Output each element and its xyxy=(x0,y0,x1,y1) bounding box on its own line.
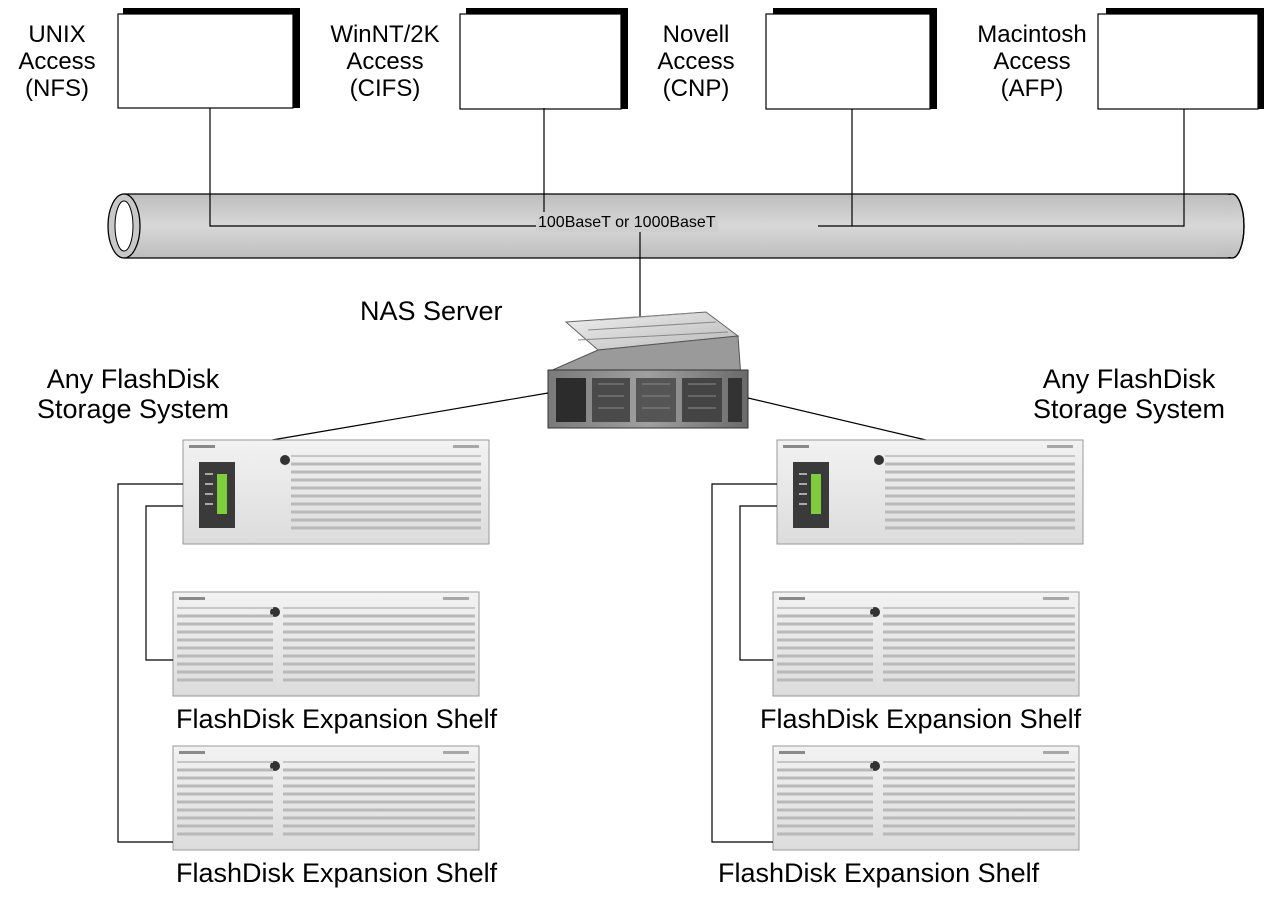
shelf-label-left-2: FlashDisk Expansion Shelf xyxy=(176,858,498,888)
client-label-line: (AFP) xyxy=(1000,74,1064,102)
client-label-line: (CIFS) xyxy=(349,74,421,102)
client-box-macintosh xyxy=(1097,8,1264,110)
client-label-line: UNIX xyxy=(28,21,86,48)
expansion-shelf-right-2 xyxy=(772,745,1080,851)
client-label-unix: UNIX Access (NFS) xyxy=(0,21,132,103)
client-label-novell: Novell Access (CNP) xyxy=(621,21,771,103)
client-label-line: Macintosh xyxy=(977,21,1087,48)
client-label-macintosh: Macintosh Access (AFP) xyxy=(957,21,1107,103)
client-label-winnt: WinNT/2K Access (CIFS) xyxy=(310,21,460,103)
client-box-winnt xyxy=(459,8,628,110)
storage-system-left xyxy=(182,439,490,545)
storage-title-left: Any FlashDisk Storage System xyxy=(18,364,248,424)
shelf-label-right-2: FlashDisk Expansion Shelf xyxy=(718,858,1040,888)
storage-title-right: Any FlashDisk Storage System xyxy=(1014,364,1244,424)
network-label: 100BaseT or 1000BaseT xyxy=(536,214,718,232)
client-connections xyxy=(209,108,1185,320)
storage-title-line: Storage System xyxy=(1032,394,1226,425)
client-label-line: Access xyxy=(993,47,1071,75)
server-storage-links xyxy=(271,392,927,441)
expansion-shelf-right-1 xyxy=(772,591,1080,697)
storage-title-line: Any FlashDisk xyxy=(46,364,220,394)
storage-title-line: Storage System xyxy=(36,394,230,425)
client-label-line: (NFS) xyxy=(25,74,89,102)
client-label-line: Access xyxy=(18,47,96,75)
shelf-label-right-1: FlashDisk Expansion Shelf xyxy=(760,704,1082,734)
client-label-line: (CNP) xyxy=(662,74,730,102)
server-label: NAS Server xyxy=(360,296,503,326)
client-label-line: Access xyxy=(657,47,735,75)
client-box-novell xyxy=(765,8,937,110)
client-label-line: Access xyxy=(346,47,424,75)
client-box-unix xyxy=(117,8,300,109)
expansion-shelf-left-1 xyxy=(172,591,480,697)
expansion-shelf-left-2 xyxy=(172,745,480,851)
client-label-line: Novell xyxy=(662,21,730,48)
storage-system-right xyxy=(776,439,1084,545)
storage-title-line: Any FlashDisk xyxy=(1042,364,1216,394)
shelf-label-left-1: FlashDisk Expansion Shelf xyxy=(176,704,498,734)
shelf-cabling-right xyxy=(711,483,777,843)
shelf-cabling-left xyxy=(117,483,183,843)
nas-server xyxy=(547,311,749,429)
client-label-line: WinNT/2K xyxy=(330,21,440,48)
